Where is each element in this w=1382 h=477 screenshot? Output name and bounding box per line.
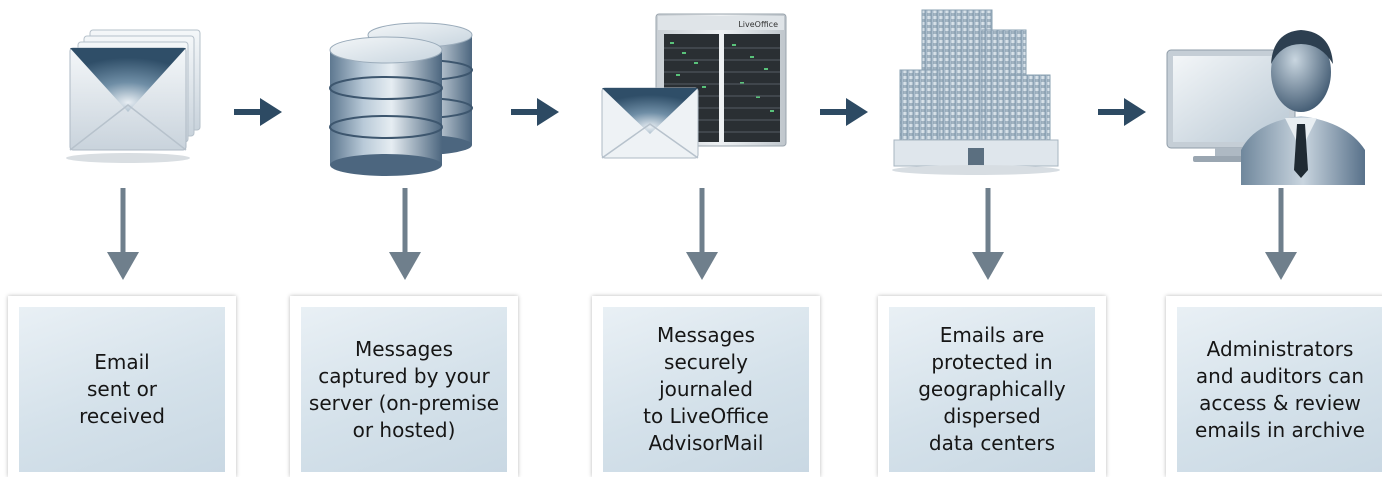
step-label: Administrators and auditors can access &… xyxy=(1195,336,1365,442)
step-label: Email sent or received xyxy=(79,350,165,428)
envelopes-icon xyxy=(66,29,201,163)
administrator-computer-icon xyxy=(1166,30,1365,185)
step-card: Messages securely journaled to LiveOffic… xyxy=(592,296,820,477)
down-arrow xyxy=(972,188,1004,280)
step-card: Messages captured by your server (on-pre… xyxy=(290,296,518,477)
down-arrow xyxy=(686,188,718,280)
step-card: Emails are protected in geographically d… xyxy=(878,296,1106,477)
database-servers-icon xyxy=(329,22,473,176)
step-data-centers: Emails are protected in geographically d… xyxy=(872,0,1112,477)
step-label: Messages securely journaled to LiveOffic… xyxy=(643,323,769,455)
step-admin-review: Administrators and auditors can access &… xyxy=(1145,0,1382,477)
step-card: Administrators and auditors can access &… xyxy=(1166,296,1382,477)
right-arrow-icon xyxy=(1098,98,1146,126)
step-server-capture: Messages captured by your server (on-pre… xyxy=(290,0,530,477)
right-arrow-icon xyxy=(511,98,559,126)
down-arrow xyxy=(389,188,421,280)
data-center-buildings-icon xyxy=(892,9,1060,175)
step-label: Emails are protected in geographically d… xyxy=(918,323,1066,455)
rack-brand-label: LiveOffice xyxy=(738,20,778,29)
step-label: Messages captured by your server (on-pre… xyxy=(308,336,500,442)
down-arrow xyxy=(1265,188,1297,280)
right-arrow-icon xyxy=(820,98,868,126)
step-journaled: LiveOffice xyxy=(584,0,824,477)
down-arrow xyxy=(107,188,139,280)
right-arrow-icon xyxy=(234,98,282,126)
liveoffice-server-rack-icon: LiveOffice xyxy=(601,13,787,159)
step-card: Email sent or received xyxy=(8,296,236,477)
step-email-sent: Email sent or received xyxy=(8,0,248,477)
